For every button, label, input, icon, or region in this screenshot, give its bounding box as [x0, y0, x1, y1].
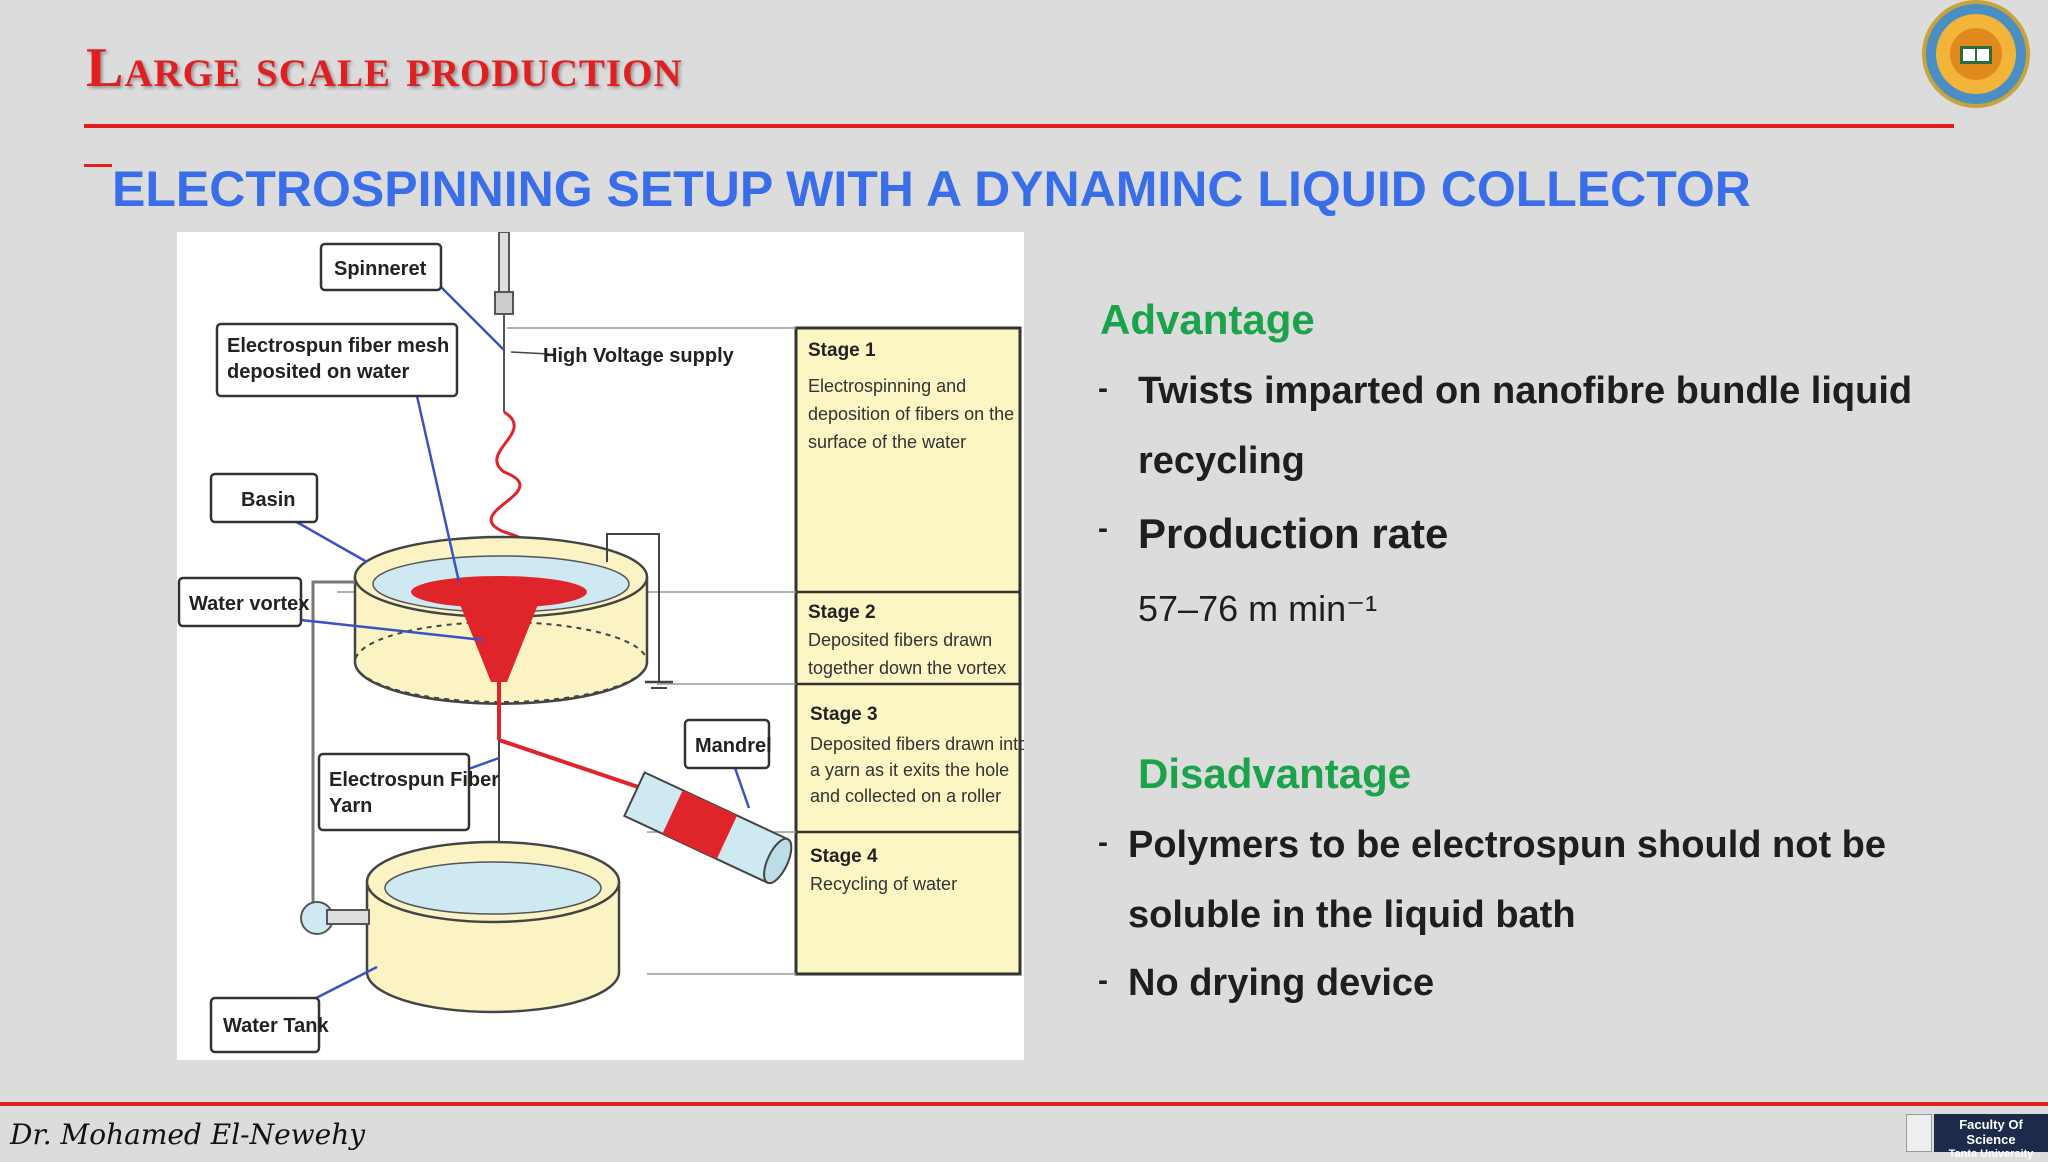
mandrel-label: Mandrel: [695, 735, 772, 757]
spinneret-label: Spinneret: [334, 258, 427, 280]
faculty-badge-line2: Tanta University: [1948, 1148, 2034, 1160]
fiber-yarn-label-1: Electrospun Fiber: [329, 769, 499, 791]
footer-rule: [0, 1102, 2048, 1106]
university-logo: [1922, 0, 2030, 108]
advantage-heading: Advantage: [1100, 296, 1315, 343]
stage1-line1: Electrospinning and: [808, 376, 966, 396]
bullet-dash: -: [1098, 826, 1108, 859]
slide-title: Large scale production: [86, 37, 683, 99]
stage2-title: Stage 2: [808, 602, 876, 623]
bullet-dash: -: [1098, 372, 1108, 405]
stage4-title: Stage 4: [810, 846, 878, 867]
advantage-bullet1-line2: recycling: [1138, 440, 1305, 482]
stage2-line2: together down the vortex: [808, 658, 1006, 678]
stage1-title: Stage 1: [808, 340, 876, 361]
title-underline: [84, 124, 1954, 128]
stage1-line3: surface of the water: [808, 432, 966, 452]
high-voltage-label: High Voltage supply: [543, 345, 735, 367]
electrospinning-diagram: Spinneret Electrospun fiber mesh deposit…: [177, 232, 1024, 1060]
disadvantage-bullet1-line1: Polymers to be electrospun should not be: [1128, 824, 1886, 866]
disadvantage-bullet2: No drying device: [1128, 962, 1435, 1004]
stage2-line1: Deposited fibers drawn: [808, 630, 992, 650]
faculty-mascot-icon: [1906, 1114, 1932, 1152]
stage4-line1: Recycling of water: [810, 874, 957, 894]
footer-author: Dr. Mohamed El-Newehy: [10, 1118, 366, 1151]
disadvantage-heading: Disadvantage: [1138, 750, 1412, 797]
stage3-line3: and collected on a roller: [810, 786, 1001, 806]
fiber-yarn-label-2: Yarn: [329, 795, 372, 817]
bullet-dash: -: [1098, 512, 1108, 545]
stage3-title: Stage 3: [810, 704, 878, 725]
basin-label: Basin: [241, 489, 295, 511]
title-underline-stub: [84, 164, 112, 167]
stage3-line1: Deposited fibers drawn into: [810, 734, 1024, 754]
stage1-line2: deposition of fibers on the: [808, 404, 1014, 424]
advantage-bullet1-line1: Twists imparted on nanofibre bundle liqu…: [1138, 370, 1913, 412]
faculty-badge: Faculty Of Science Tanta University: [1934, 1114, 2048, 1160]
fiber-mesh-label-2: deposited on water: [227, 361, 409, 383]
water-vortex-label: Water vortex: [189, 593, 309, 615]
disadvantage-bullet1-line2: soluble in the liquid bath: [1128, 894, 1576, 936]
production-rate-value: 57–76 m min⁻¹: [1138, 588, 1378, 629]
stage3-line2: a yarn as it exits the hole: [810, 760, 1009, 780]
fiber-mesh-label-1: Electrospun fiber mesh: [227, 335, 449, 357]
stage-panel: [794, 326, 1022, 976]
slide-subtitle: ELECTROSPINNING SETUP WITH A DYNAMINC LI…: [112, 161, 1751, 217]
faculty-badge-line1: Faculty Of Science: [1959, 1117, 2023, 1147]
water-tank-label: Water Tank: [223, 1015, 329, 1037]
advantage-bullet2: Production rate: [1138, 510, 1449, 557]
bullet-dash: -: [1098, 964, 1108, 997]
